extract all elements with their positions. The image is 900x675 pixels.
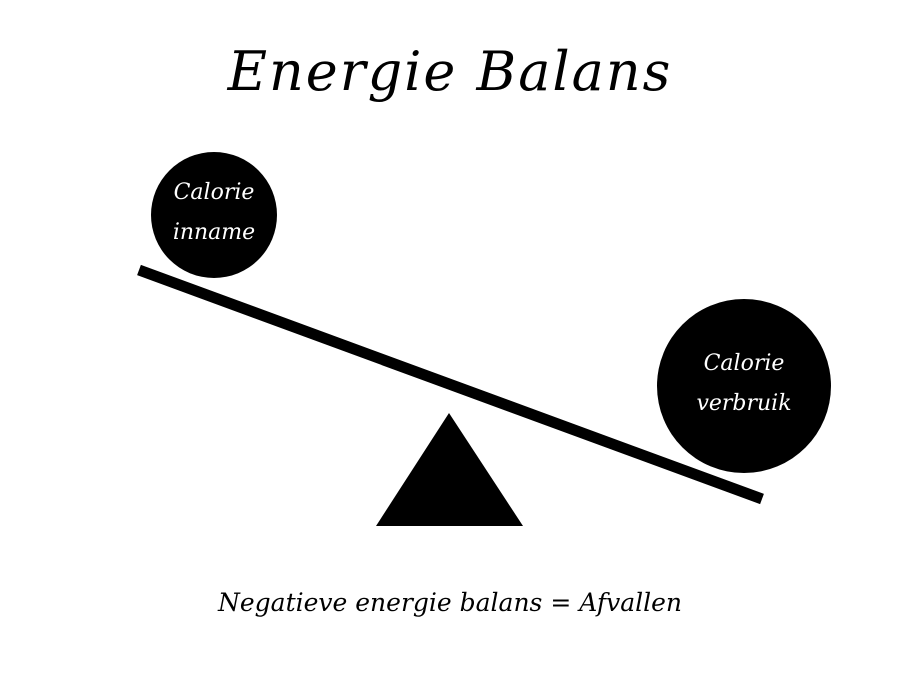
calorie-intake-label: Calorie inname bbox=[151, 173, 277, 253]
calorie-intake-ball bbox=[151, 152, 277, 278]
calorie-intake-line2: inname bbox=[172, 220, 256, 245]
seesaw-beam bbox=[137, 264, 764, 505]
calorie-expenditure-label: Calorie verbruik bbox=[657, 344, 831, 424]
calorie-expenditure-line1: Calorie bbox=[703, 351, 785, 376]
calorie-intake-line1: Calorie bbox=[173, 180, 255, 205]
calorie-expenditure-line2: verbruik bbox=[696, 391, 792, 416]
diagram-title: Energie Balans bbox=[227, 40, 673, 103]
fulcrum-triangle bbox=[376, 413, 523, 526]
diagram-caption: Negatieve energie balans = Afvallen bbox=[217, 588, 683, 617]
calorie-expenditure-ball bbox=[657, 299, 831, 473]
